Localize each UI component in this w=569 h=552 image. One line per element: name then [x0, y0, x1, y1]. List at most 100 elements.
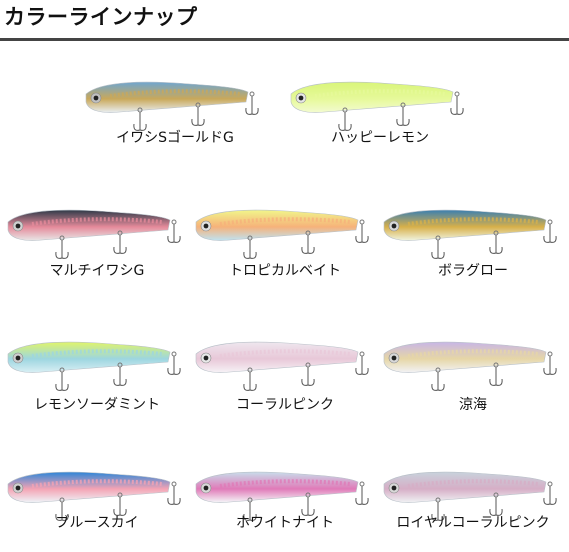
lure-pupil	[298, 95, 304, 101]
lure-pattern	[219, 217, 351, 226]
treble-hook-icon	[489, 492, 503, 516]
lure-body	[383, 341, 547, 373]
lure-item: ホワイトナイト	[190, 0, 380, 531]
lure-pupil	[203, 485, 209, 491]
lure-item: イワシSゴールドG	[80, 0, 270, 146]
page-title: カラーラインナップ	[4, 5, 198, 29]
treble-hook-icon	[489, 230, 503, 254]
lure-pattern	[31, 217, 163, 226]
lure-pupil	[203, 223, 209, 229]
lure-pupil	[391, 355, 397, 361]
treble-hook-icon	[431, 235, 445, 259]
lure-image	[195, 471, 369, 521]
treble-hook-icon	[489, 362, 503, 386]
lure-name: トロピカルベイト	[229, 263, 341, 279]
lure-name: コーラルピンク	[236, 397, 334, 413]
lure-body	[383, 209, 547, 241]
lure-pattern	[407, 217, 539, 226]
treble-hook-icon	[167, 481, 181, 505]
lure-name: イワシSゴールドG	[116, 130, 234, 146]
lure-name: ロイヤルコーラルピンク	[396, 515, 550, 531]
lure-image	[290, 81, 464, 131]
treble-hook-icon	[301, 362, 315, 386]
treble-hook-icon	[55, 235, 69, 259]
treble-hook-icon	[543, 219, 557, 243]
treble-hook-icon	[243, 235, 257, 259]
treble-hook-icon	[301, 230, 315, 254]
treble-hook-icon	[431, 497, 445, 521]
lure-pupil	[391, 223, 397, 229]
lure-pattern	[407, 479, 539, 488]
lure-pattern	[219, 349, 351, 358]
lure-body	[195, 341, 359, 373]
lure-image	[383, 209, 557, 259]
treble-hook-icon	[543, 351, 557, 375]
treble-hook-icon	[450, 91, 464, 115]
lure-pupil	[15, 485, 21, 491]
lure-item: レモンソーダミント	[2, 0, 192, 413]
lure-pattern	[219, 479, 351, 488]
lure-item: マルチイワシG	[2, 0, 192, 279]
treble-hook-icon	[338, 107, 352, 131]
treble-hook-icon	[396, 102, 410, 126]
treble-hook-icon	[167, 219, 181, 243]
treble-hook-icon	[113, 230, 127, 254]
lure-pupil	[93, 95, 99, 101]
lure-name: マルチイワシG	[49, 263, 145, 279]
lure-image	[383, 341, 557, 391]
lure-image	[7, 209, 181, 259]
lure-pupil	[15, 223, 21, 229]
treble-hook-icon	[355, 351, 369, 375]
treble-hook-icon	[113, 492, 127, 516]
lure-image	[7, 341, 181, 391]
lure-pupil	[391, 485, 397, 491]
lure-body	[85, 81, 249, 113]
lure-image	[383, 471, 557, 521]
lure-item: ロイヤルコーラルピンク	[378, 0, 568, 531]
lure-item: ハッピーレモン	[285, 0, 475, 146]
lure-body	[7, 209, 171, 241]
treble-hook-icon	[167, 351, 181, 375]
treble-hook-icon	[191, 102, 205, 126]
lure-item: ブルースカイ	[2, 0, 192, 531]
lure-item: トロピカルベイト	[190, 0, 380, 279]
lure-pattern	[31, 349, 163, 358]
treble-hook-icon	[55, 367, 69, 391]
lure-image	[195, 209, 369, 259]
lure-name: レモンソーダミント	[34, 397, 160, 413]
treble-hook-icon	[243, 367, 257, 391]
lure-body	[7, 471, 171, 503]
lure-name: ホワイトナイト	[236, 515, 334, 531]
lure-pattern	[314, 89, 446, 98]
treble-hook-icon	[245, 91, 259, 115]
lure-image	[85, 81, 259, 131]
treble-hook-icon	[431, 367, 445, 391]
lure-name: ブルースカイ	[55, 515, 139, 531]
lure-name: 涼海	[459, 397, 487, 413]
lure-body	[290, 81, 454, 113]
lure-pupil	[203, 355, 209, 361]
treble-hook-icon	[355, 481, 369, 505]
treble-hook-icon	[243, 497, 257, 521]
lure-name: ボラグロー	[438, 263, 508, 279]
lure-pattern	[407, 349, 539, 358]
lure-pattern	[31, 479, 163, 488]
lure-item: ボラグロー	[378, 0, 568, 279]
lure-body	[7, 341, 171, 373]
lure-body	[195, 471, 359, 503]
lure-image	[7, 471, 181, 521]
treble-hook-icon	[55, 497, 69, 521]
lure-body	[383, 471, 547, 503]
treble-hook-icon	[113, 362, 127, 386]
lure-image	[195, 341, 369, 391]
lure-item: 涼海	[378, 0, 568, 413]
lure-name: ハッピーレモン	[331, 130, 429, 146]
lure-item: コーラルピンク	[190, 0, 380, 413]
lure-body	[195, 209, 359, 241]
treble-hook-icon	[543, 481, 557, 505]
lure-pupil	[15, 355, 21, 361]
treble-hook-icon	[301, 492, 315, 516]
title-divider	[0, 38, 569, 41]
treble-hook-icon	[355, 219, 369, 243]
lure-pattern	[109, 89, 241, 98]
